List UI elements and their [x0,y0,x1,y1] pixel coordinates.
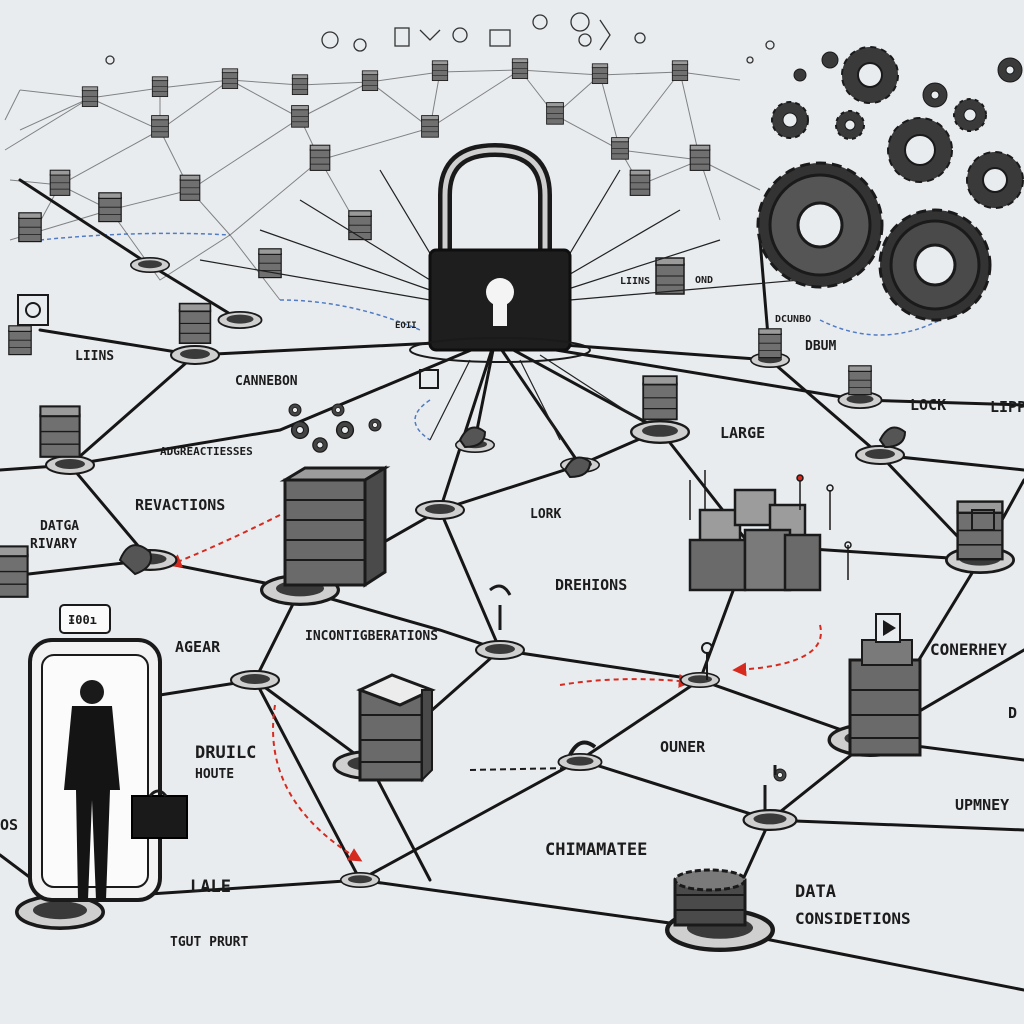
label-liins: LIINS [620,276,650,287]
label-lork: LORK [530,507,561,522]
label-os: OS [0,816,18,834]
padlock-icon [409,142,591,363]
misc-doodles [17,294,995,810]
server-stack-right [848,613,922,757]
label-dcunbo: DCUNBO [775,314,811,325]
label-data: DATA [795,882,836,902]
label-rivary: RIVARY [30,537,77,552]
label-ouner: OUNER [660,738,706,756]
label-lins: LIINS [75,349,114,364]
label-chimamatee: CHIMAMATEE [545,840,647,860]
label-adgreactiesses: ADGREACTIESSES [160,445,253,458]
label-lale: LALE [190,877,231,897]
label-revactions: REVACTIONS [135,496,225,514]
lock-rays [199,169,801,441]
label-d-right: D [1008,704,1017,722]
label-cannebon: CANNEBON [235,374,298,389]
label-consdetions: CONSIDETIONS [795,909,911,928]
server-stack-center [356,673,436,783]
label-incontigberations: INCONTIGBERATIONS [305,629,438,644]
label-conerhey: CONERHEY [930,640,1007,659]
red-dashed-arrows [167,514,822,862]
label-tgut-prurt: TGUT PRURT [170,935,248,950]
label-agear: AGEAR [175,638,221,656]
gear-cluster [756,46,1024,322]
label-dbum: DBUM [805,339,836,354]
label-datga: DATGA [40,519,79,534]
label-ond: OND [695,275,713,286]
label-eoii: EOII [395,321,417,331]
label-large: LARGE [720,424,765,442]
server-rack-tower [279,465,391,588]
label-dreihions: DREHIONS [555,576,627,594]
label-druilc: DRUILC [195,743,256,763]
top-doodles [105,12,775,65]
far-blue-links [39,232,941,441]
gear-cylinder [673,868,747,927]
map-labels: LIINS CANNEBON ADGREACTIESSES REVACTIONS… [0,275,1024,950]
smartphone-with-businessman [28,604,188,902]
storage-box-cluster [688,488,822,592]
label-icon-bubble: Ɨ00ı [68,613,97,627]
label-lipp: LIPP [990,398,1024,416]
label-upmney: UPMNEY [955,796,1009,814]
label-lock: LOCK [910,396,946,414]
label-houte: HOUTE [195,767,234,782]
